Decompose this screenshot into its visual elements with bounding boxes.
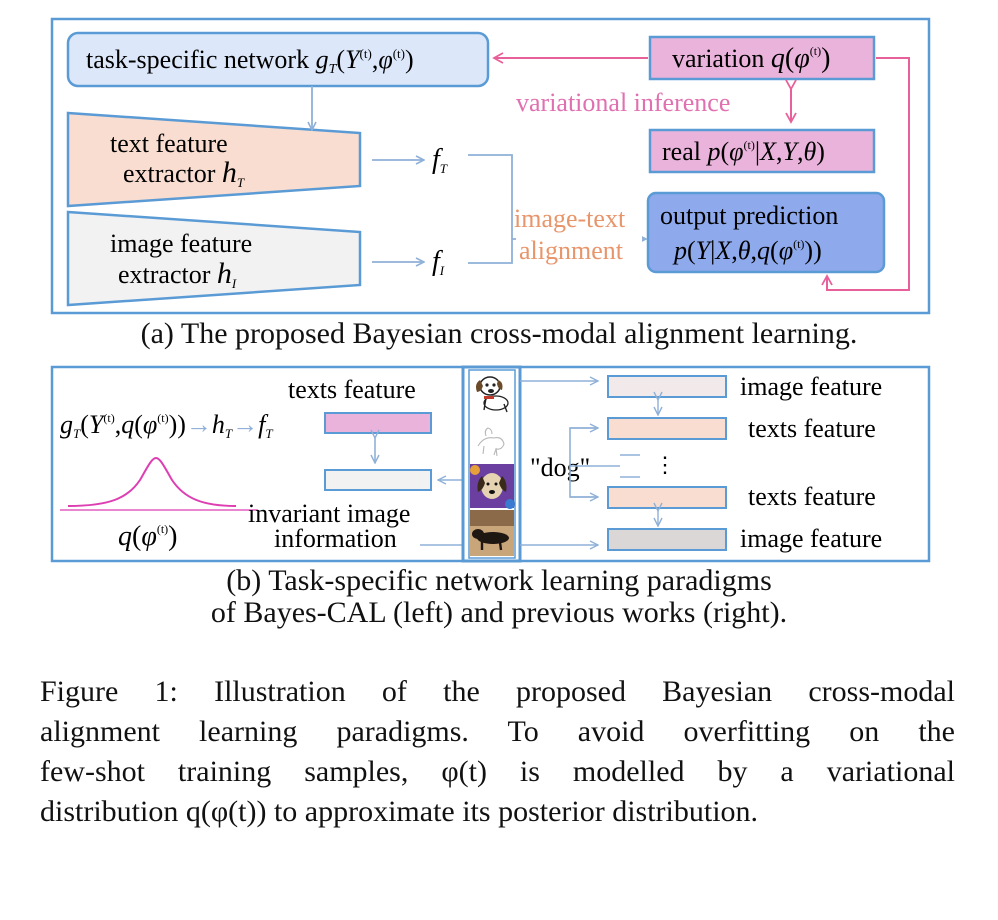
texts-feature-left-label: texts feature bbox=[288, 375, 416, 404]
right-label-2: texts feature bbox=[748, 414, 876, 443]
dog-small-arrows bbox=[620, 454, 640, 478]
feedback-loop-arrow bbox=[821, 57, 910, 291]
panel-a-frame bbox=[50, 17, 931, 315]
caption-line-1: Figure 1: Illustration of the proposed B… bbox=[40, 672, 955, 712]
invariant-image-bar bbox=[324, 469, 432, 491]
alignment-label-line2: alignment bbox=[519, 236, 624, 265]
output-prediction-line1: output prediction bbox=[660, 201, 838, 230]
panel-b-caption-line1: (b) Task-specific network learning parad… bbox=[226, 564, 772, 597]
panel-b: gT(Y(t),q(φ(t)))→hT→fT texts feature q(φ… bbox=[50, 365, 931, 563]
caption-line-4: distribution q(φ(t)) to approximate its … bbox=[40, 795, 759, 828]
panel-a: task-specific network gT(Y(t),φ(t)) text… bbox=[50, 17, 931, 315]
image-column-frame bbox=[461, 365, 522, 563]
f-image-symbol: fI bbox=[432, 246, 445, 278]
text-extractor-shape bbox=[66, 111, 362, 208]
panel-a-caption: (a) The proposed Bayesian cross-modal al… bbox=[140, 317, 858, 350]
task-network-box bbox=[66, 31, 490, 88]
output-prediction-line2: p(Y|X,θ,q(φ(t))) bbox=[672, 236, 822, 265]
real-box bbox=[648, 128, 876, 174]
real-label: real p(φ(t)|X,Y,θ) bbox=[662, 137, 825, 166]
dog-photo-dachshund-image bbox=[470, 510, 514, 556]
gaussian-q-phi: q(φ(t)) bbox=[118, 521, 177, 552]
caption-line-3: few-shot training samples, φ(t) is model… bbox=[40, 755, 955, 788]
variation-box bbox=[648, 35, 876, 81]
image-extractor-shape bbox=[66, 210, 362, 307]
caption-line-2: alignment learning paradigms. To avoid o… bbox=[40, 715, 955, 748]
invariant-label-line1: invariant image bbox=[248, 499, 410, 528]
panel-b-caption-line2: of Bayes-CAL (left) and previous works (… bbox=[210, 596, 788, 629]
figure-caption: Figure 1: Illustration of the proposed B… bbox=[40, 672, 955, 832]
output-prediction-box bbox=[646, 191, 886, 274]
caption-label: Figure 1: bbox=[40, 675, 215, 708]
dog-cartoon-image bbox=[470, 372, 514, 416]
image-extractor-line1: image feature bbox=[110, 229, 252, 258]
right-bar-4 bbox=[607, 528, 727, 551]
right-bar-3 bbox=[607, 486, 727, 509]
right-label-3: texts feature bbox=[748, 482, 876, 511]
vertical-ellipsis: ⋮ bbox=[654, 452, 676, 477]
dog-photo-purple-image bbox=[470, 464, 515, 509]
image-extractor-line2: extractor hI bbox=[118, 257, 237, 291]
dog-text-label: "dog" bbox=[530, 453, 590, 482]
right-bar-2 bbox=[607, 417, 727, 440]
f-text-symbol: fT bbox=[432, 144, 448, 176]
invariant-label-line2: information bbox=[274, 524, 397, 553]
right-label-1: image feature bbox=[740, 372, 882, 401]
gaussian-curve bbox=[67, 456, 237, 507]
texts-feature-left-bar bbox=[324, 412, 432, 434]
text-extractor-line2: extractor hT bbox=[123, 156, 245, 190]
bayes-cal-formula: gT(Y(t),q(φ(t)))→hT→fT bbox=[60, 410, 273, 441]
variation-label: variation q(φ(t)) bbox=[672, 43, 830, 74]
variational-inference-label: variational inference bbox=[516, 88, 730, 117]
task-network-label: task-specific network gT(Y(t),φ(t)) bbox=[86, 45, 414, 77]
alignment-label-line1: image-text bbox=[514, 204, 626, 233]
line-ft-to-alignment bbox=[468, 154, 513, 239]
line-fi-to-alignment bbox=[468, 239, 513, 264]
caption-text-1: Illustration of the proposed Bayesian cr… bbox=[214, 675, 955, 708]
dog-sketch-image bbox=[470, 418, 514, 462]
text-extractor-line1: text feature bbox=[110, 129, 228, 158]
right-bar-1 bbox=[607, 375, 727, 398]
alignment-label-bg bbox=[516, 200, 642, 266]
right-label-4: image feature bbox=[740, 524, 882, 553]
